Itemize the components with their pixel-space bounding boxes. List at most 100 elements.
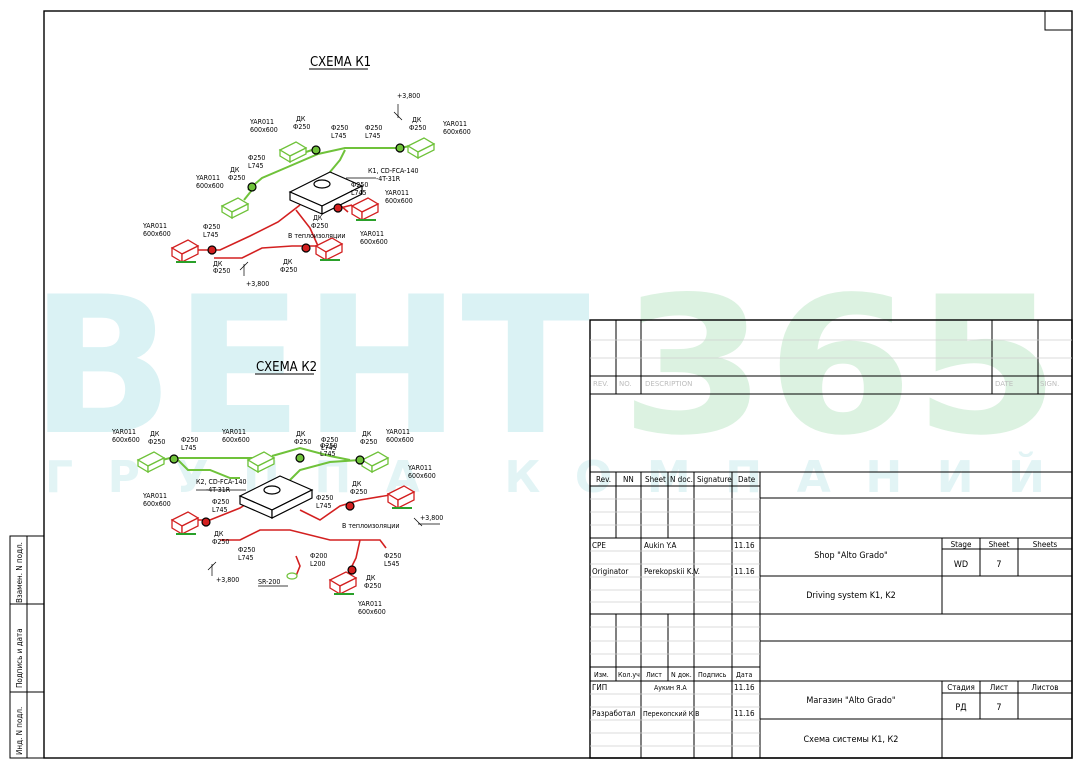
en-headers: Rev. NN Sheet N doc. Signature Date — [596, 475, 756, 484]
k1-diffuser-bases — [176, 219, 376, 263]
en-date-cpe: 11.16 — [734, 541, 755, 550]
k2-diffuser-name: YAR011 — [385, 428, 410, 436]
side-stamp-signature: Подпись и дата — [15, 628, 24, 688]
en-header-signature: Signature — [697, 475, 732, 484]
k2-damper-dia: Ф250 — [350, 488, 367, 496]
k2-damper-dia: Ф250 — [360, 438, 377, 446]
k1-unit-model: -4T-31R — [376, 175, 401, 183]
k2-level-bottom: +3,800 — [216, 576, 239, 584]
rev-header-rev: REV. — [593, 380, 608, 388]
k2-duct-dia: Ф250 — [238, 546, 255, 554]
k2-damper-dk: ДК — [150, 430, 160, 438]
k2-damper-dia: Ф250 — [294, 438, 311, 446]
k1-damper-dk: ДК — [213, 260, 223, 268]
title-block — [589, 319, 1073, 759]
ru-role-developer: Разработал — [592, 708, 636, 718]
k2-diffuser — [136, 451, 390, 474]
k1-diffuser-size: 600x600 — [385, 197, 413, 205]
k2-dampers — [169, 453, 365, 580]
k2-damper-dk: ДК — [352, 480, 362, 488]
k1-damper-dia: Ф250 — [228, 174, 245, 182]
k2-damper-dk: ДК — [366, 574, 376, 582]
k2-diffuser-size: 600x600 — [112, 436, 140, 444]
k1-duct-dia: Ф250 — [203, 223, 220, 231]
k2-diffuser-name: YAR011 — [142, 492, 167, 500]
watermark-brand-right: 365 — [620, 256, 1060, 477]
k2-unit — [238, 475, 314, 519]
k1-diffuser-name: YAR011 — [442, 120, 467, 128]
k1-damper-dk: ДК — [296, 115, 306, 123]
k2-sr-label: SR-200 — [258, 578, 280, 586]
k1-diffuser — [220, 137, 436, 220]
k1-diffuser-size: 600x600 — [360, 238, 388, 246]
en-header-date: Date — [738, 475, 756, 484]
k1-diffuser-red — [170, 197, 380, 264]
ru-header-data: Дата — [736, 671, 752, 679]
k2-diffuser-name: YAR011 — [407, 464, 432, 472]
k1-dampers — [207, 143, 405, 255]
k2-duct-dia: Ф250 — [320, 442, 337, 450]
en-header-nn: NN — [623, 475, 634, 484]
k2-damper-dk: ДК — [296, 430, 306, 438]
k1-insulation: В теплоизоляции — [288, 232, 345, 240]
k1-unit — [288, 171, 364, 215]
ru-header-kolych: Кол.уч — [618, 671, 640, 679]
k2-duct-dia: Ф250 — [212, 498, 229, 506]
en-sheets-label: Sheets — [1033, 540, 1058, 549]
k1-duct-len: L745 — [248, 162, 264, 170]
k2-unit-name: К2, CD-FCA-140 — [196, 478, 246, 486]
en-sheet-value: 7 — [996, 560, 1001, 570]
ru-sheet-value: 7 — [996, 703, 1001, 713]
en-stage-label: Stage — [951, 540, 972, 549]
k1-damper-dia: Ф250 — [213, 267, 230, 275]
k2-duct-len: L745 — [181, 444, 197, 452]
k1-duct-len: L745 — [351, 189, 367, 197]
k2-level-right: +3,800 — [420, 514, 443, 522]
k2-duct545-len: L545 — [384, 560, 400, 568]
side-stamp-replaced: Взамен. N подл. — [15, 542, 24, 603]
k1-damper-dk: ДК — [283, 258, 293, 266]
en-header-rev: Rev. — [596, 475, 611, 484]
k2-diffuser-size: 600x600 — [386, 436, 414, 444]
en-role-originator: Originator — [592, 567, 628, 576]
ru-header-izm: Изм. — [594, 671, 609, 679]
ru-headers: Изм. Кол.уч Лист N док. Подпись Дата — [594, 671, 752, 679]
k2-diffuser-size: 600x600 — [408, 472, 436, 480]
k1-diffuser-size: 600x600 — [143, 230, 171, 238]
k1-diffuser-size: 600x600 — [443, 128, 471, 136]
k2-unit-model: -4T-31R — [206, 486, 231, 494]
k1-damper-dia: Ф250 — [293, 123, 310, 131]
k2-leaders — [196, 489, 440, 587]
en-header-sheet: Sheet — [645, 475, 666, 484]
k1-diffuser-name: YAR011 — [195, 174, 220, 182]
k1-duct-len: L745 — [203, 231, 219, 239]
ru-drawing-name: Схема системы К1, К2 — [804, 735, 899, 745]
k2-diffuser-size: 600x600 — [143, 500, 171, 508]
k2-duct200-len: L200 — [310, 560, 326, 568]
k1-diffuser-name: YAR011 — [249, 118, 274, 126]
en-date-originator: 11.16 — [734, 567, 755, 576]
k2-damper-dia: Ф250 — [364, 582, 381, 590]
k1-duct-dia: Ф250 — [248, 154, 265, 162]
k2-diffuser-name: YAR011 — [111, 428, 136, 436]
en-name-cpe: Aukin Y.A — [644, 541, 677, 550]
rev-header-no: NO. — [619, 380, 632, 388]
k2-diffuser-size: 600x600 — [358, 608, 386, 616]
k2-diffuser-red — [170, 485, 416, 596]
k1-diffuser-name: YAR011 — [359, 230, 384, 238]
k1-unit-name: К1, CD-FCA-140 — [368, 167, 418, 175]
k1-level-top: +3,800 — [397, 92, 420, 100]
rev-header-date: DATE — [995, 380, 1013, 388]
en-project-name: Shop "Alto Grado" — [814, 551, 888, 561]
k1-duct-len: L745 — [331, 132, 347, 140]
k1-diffuser-name: YAR011 — [384, 189, 409, 197]
rev-header-description: DESCRIPTION — [645, 380, 692, 388]
k1-duct-dia: Ф250 — [351, 181, 368, 189]
k2-duct-len: L745 — [238, 554, 254, 562]
ru-header-list: Лист — [646, 671, 662, 679]
k2-damper-dia: Ф250 — [148, 438, 165, 446]
k1-damper-dk: ДК — [230, 166, 240, 174]
k2-duct-dia: Ф250 — [321, 436, 338, 444]
k2-diffuser-size: 600x600 — [222, 436, 250, 444]
